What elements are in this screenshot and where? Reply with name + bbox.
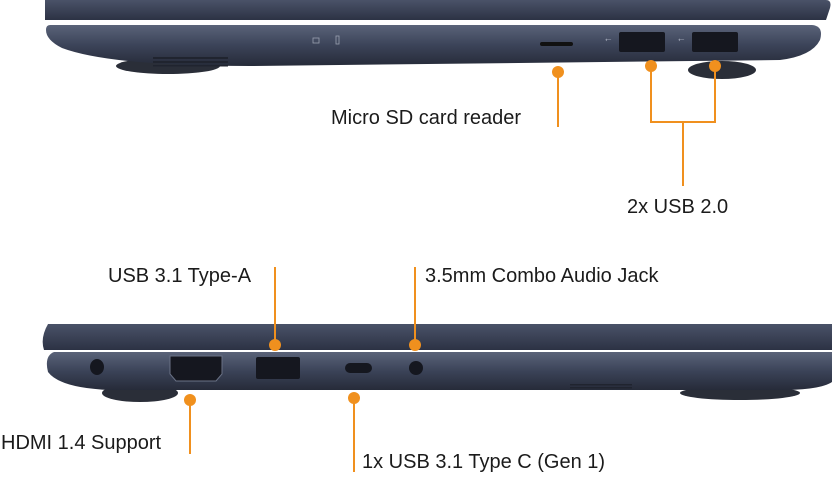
usb-icon: ⭠: [678, 35, 685, 44]
laptop-lid: [45, 0, 831, 20]
callout-dot-usb2-1: [645, 60, 657, 72]
callout-dot-sd: [552, 66, 564, 78]
callout-dot-audio: [409, 339, 421, 351]
laptop-right-side: ⭠ ⭠: [45, 0, 831, 79]
usb-a-port: [256, 357, 300, 379]
top-callout-lines: [557, 66, 716, 186]
label-usb-c: 1x USB 3.1 Type C (Gen 1): [362, 451, 606, 473]
label-hdmi: HDMI 1.4 Support: [1, 432, 162, 454]
usb-c-port: [345, 363, 372, 373]
label-usb20: 2x USB 2.0: [627, 196, 729, 218]
battery-led-icon: [312, 37, 320, 44]
rubber-foot: [688, 61, 756, 79]
label-usb-a: USB 3.1 Type-A: [108, 265, 252, 287]
usb2-port-1: [619, 32, 665, 52]
micro-sd-slot: [540, 42, 573, 46]
callout-dot-usb-c: [348, 392, 360, 404]
dc-in-jack: [90, 359, 104, 375]
hdmi-port: [169, 355, 223, 382]
vent-grille: [570, 384, 632, 389]
callout-dot-usb-a: [269, 339, 281, 351]
label-micro-sd: Micro SD card reader: [331, 107, 522, 129]
laptop-left-side: [42, 324, 832, 402]
usb2-port-2: [692, 32, 738, 52]
bottom-callout-lines: [189, 267, 416, 472]
callout-dot-usb2-2: [709, 60, 721, 72]
label-audio-jack: 3.5mm Combo Audio Jack: [425, 265, 659, 287]
usb-icon: ⭠: [605, 35, 612, 44]
audio-jack: [409, 361, 423, 375]
laptop-lid: [42, 324, 832, 350]
power-led-icon: [335, 35, 340, 45]
vent-grille: [153, 57, 228, 67]
callout-dot-hdmi: [184, 394, 196, 406]
laptop-base: [46, 352, 832, 390]
